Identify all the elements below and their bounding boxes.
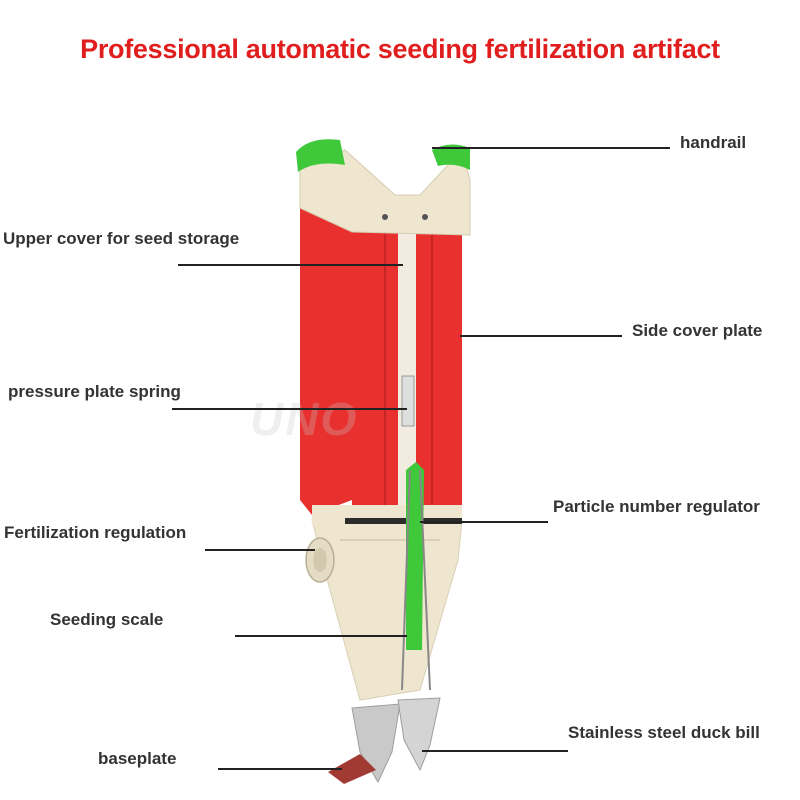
leader-baseplate [218,768,342,770]
handle-right-green [432,144,470,170]
leader-fertilization [205,549,315,551]
duck-bill-right [397,697,441,772]
label-pressure-spring: pressure plate spring [8,382,181,401]
label-duck-bill: Stainless steel duck bill [568,723,760,742]
leader-seeding-scale [235,635,407,637]
label-particle-regulator: Particle number regulator [553,497,760,516]
label-side-cover: Side cover plate [632,321,763,340]
leader-particle-regulator [420,521,548,523]
leader-upper-cover [178,264,403,266]
leader-pressure-spring [172,408,407,410]
leader-side-cover [460,335,622,337]
leader-duck-bill [422,750,568,752]
leader-handrail [432,147,670,149]
lower-cone [311,519,463,701]
label-seeding-scale: Seeding scale [50,610,164,629]
page-title: Professional automatic seeding fertiliza… [80,34,720,64]
red-hopper-left [300,205,352,515]
handle-left-green [296,139,345,172]
center-rail [398,230,416,510]
watermark: UNO [250,393,359,445]
duck-bill-left [351,703,401,784]
baseplate-shape [328,754,376,784]
label-baseplate: baseplate [98,749,177,768]
green-lever [406,462,424,650]
label-upper-cover: Upper cover for seed storage [3,229,240,248]
label-handrail: handrail [680,133,747,152]
pressure-spring [401,375,415,427]
label-fertilization: Fertilization regulation [4,523,187,542]
